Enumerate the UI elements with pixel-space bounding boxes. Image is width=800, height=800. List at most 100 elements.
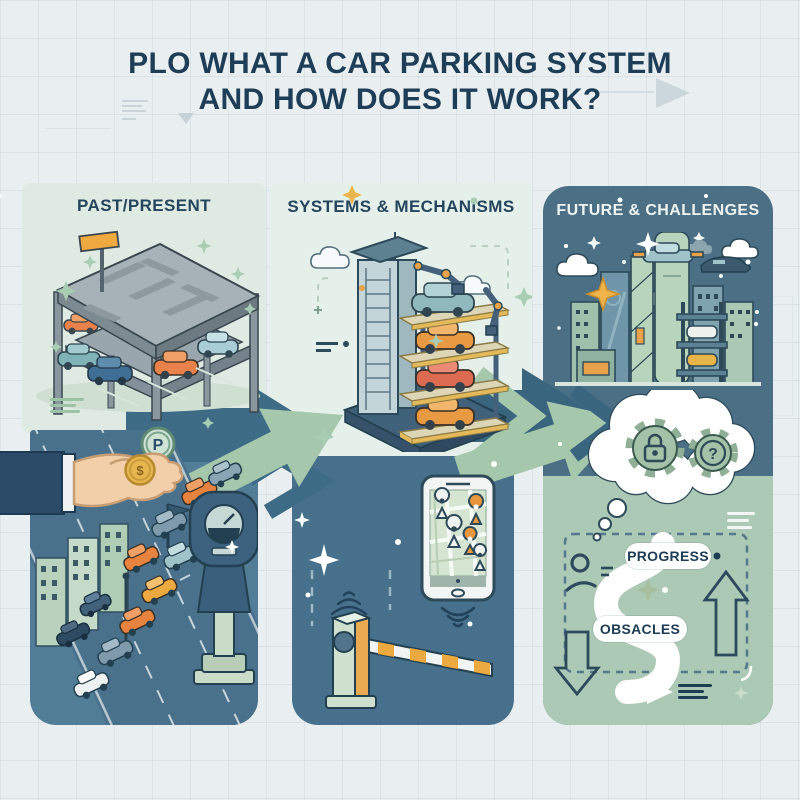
sketch-line [592,91,654,93]
tower-light [359,285,365,291]
phone-map-illustration [420,474,496,628]
sketch-line [122,110,146,112]
sparkle-green [514,287,532,307]
garage-car-blue [87,356,133,386]
cross-sparkle [314,306,322,314]
garage-lot-lines [97,367,234,407]
sparkle-green [314,427,334,447]
j-mark-decor [740,665,753,682]
future-city-illustration [555,232,761,386]
dashed-path [470,245,509,289]
thought-bubbles [592,498,627,542]
garage-roof-edge-r [155,294,259,361]
white-text-line [727,526,752,529]
sketch-line [122,105,142,107]
sparkle-green [428,333,444,349]
triangle-down-decor [178,113,194,124]
sleeve [0,451,65,515]
wifi-signal-icon [440,606,476,628]
coin-symbol: $ [136,463,144,478]
dashed-path [317,277,329,318]
barrier-post [325,610,377,709]
traffic-cars [56,460,243,699]
dark-text-line [678,684,712,687]
header-future-challenges: FUTURE & CHALLENGES [556,202,760,219]
sparkle-small [734,686,748,700]
map-roads-minor [429,489,487,577]
map-pin-icon [434,487,488,571]
garage-column [107,355,115,409]
progress-label-text: PROGRESS [627,548,709,564]
arrow-right-decor-icon [656,78,690,108]
tower-shaft-side [397,259,417,409]
page-title: PLO WHAT A CAR PARKING SYSTEM AND HOW DO… [0,46,800,118]
building-windows [576,294,750,350]
parking-garage-illustration [36,230,261,421]
platform [397,417,511,445]
cloud-gray [685,239,713,254]
sparkle-dot [470,197,478,205]
padlock-icon [643,433,667,463]
list-glyph [316,341,349,352]
person-icon [565,553,597,592]
parking-badge-letter: P [153,437,164,454]
gear-question-icon: ? [688,428,738,478]
toolbar-dot [456,579,460,583]
building-window-orange [635,327,645,345]
sparkle-gold [636,578,660,602]
sparkle-dot [467,621,473,627]
platform [397,341,511,369]
progress-label: PROGRESS [625,543,711,569]
robot-arm-floating-joints [493,301,503,311]
flying-car-icon [632,242,704,263]
person-dashes [601,566,613,577]
tower-car-red [415,359,475,392]
phone-home-button [451,588,465,598]
down-arrow-icon [553,630,601,697]
sketch-line [122,100,148,102]
hand-coin-illustration: P $ [0,426,184,515]
sparkle-dot [662,587,668,593]
dark-text-line [678,696,708,699]
up-arrow-icon [702,569,750,657]
shop-sign [582,361,610,376]
tower-ladder [365,268,391,410]
garage-car-teal [57,343,101,370]
flying-car-dark-icon [700,256,751,273]
sketch-line [122,118,136,120]
tower-shaft-front [357,259,399,415]
robot-gripper [451,283,465,295]
garage-sign [78,230,120,253]
header-systems-mechanisms: SYSTEMS & MECHANISMS [287,197,515,216]
sparkles-systems [314,185,532,447]
green-text-line [50,404,76,407]
building-small [35,557,67,647]
obstacles-label-text: OBSACLES [599,621,681,637]
coin-icon: $ [124,454,156,486]
question-mark: ? [708,446,718,463]
building-windows [41,532,121,600]
garage-car-lightblue [197,331,239,358]
street-lamp-head [122,572,130,580]
tower-car-teal-top [411,282,475,317]
sparkle-gold [584,275,622,313]
thought-cloud-illustration: ? [587,390,756,542]
sparkle-yellow [342,185,362,205]
white-text-line [727,519,749,522]
title-line-1: PLO WHAT A CAR PARKING SYSTEM [128,47,672,80]
green-text-line [50,410,80,413]
garage-roof-markings [82,258,220,322]
robot-gripper-floating [485,325,498,336]
parking-badge-icon: P [140,426,176,462]
white-text-line [727,512,755,515]
path-arrowhead [647,680,673,704]
sparkles-past [50,238,256,429]
city-parking-rack [676,302,728,384]
building-right-2 [724,301,754,385]
tower-cap [348,235,430,264]
dark-text-line [678,690,704,693]
obstacles-label: OBSACLES [593,616,687,642]
tower-car-orange-mid [415,321,475,354]
robot-arm-joints [413,261,452,280]
